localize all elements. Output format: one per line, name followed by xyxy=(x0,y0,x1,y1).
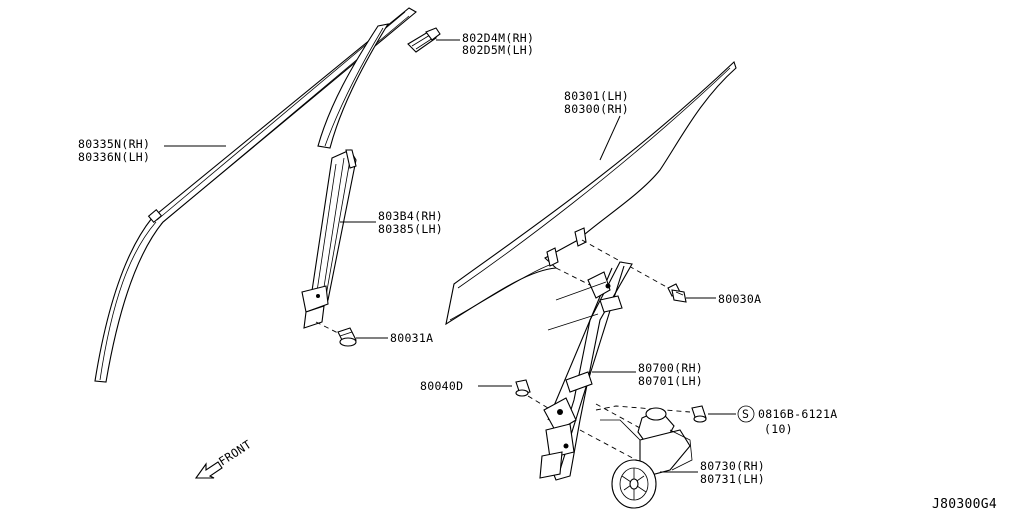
callout-80301-lh: 80301(LH) xyxy=(564,89,629,103)
callout-80335n-rh: 80335N(RH) xyxy=(78,137,150,151)
callout-0816b-6121a: 0816B-6121A xyxy=(758,407,837,421)
bolt-80031a-part xyxy=(315,321,357,347)
callout-80300-rh: 80300(RH) xyxy=(564,102,629,116)
callout-80385-lh: 80385(LH) xyxy=(378,222,443,236)
diagram-id: J80300G4 xyxy=(932,497,997,512)
bolt-80040d-part xyxy=(515,379,549,409)
callout-s-symbol: S xyxy=(742,407,749,421)
callout-80700-rh: 80700(RH) xyxy=(638,361,703,375)
callout-802d5m-lh: 802D5M(LH) xyxy=(462,43,534,57)
callout-80731-lh: 80731(LH) xyxy=(700,472,765,486)
callout-802d4m-rh: 802D4M(RH) xyxy=(462,31,534,45)
screw-part xyxy=(691,405,707,423)
front-label: FRONT xyxy=(216,437,254,468)
clip-802d4m-part xyxy=(407,27,441,53)
s-symbol-circle xyxy=(737,405,755,423)
bolt-80030a-part xyxy=(667,283,687,303)
regulator-motor-part xyxy=(611,407,693,509)
front-sash-strip xyxy=(317,23,390,149)
callout-80336n-lh: 80336N(LH) xyxy=(78,150,150,164)
callout-quantity: (10) xyxy=(764,422,793,436)
callout-80730-rh: 80730(RH) xyxy=(700,459,765,473)
callout-80040d: 80040D xyxy=(420,379,463,393)
callout-80030a: 80030A xyxy=(718,292,761,306)
window-regulator-part xyxy=(539,261,641,481)
callout-80701-lh: 80701(LH) xyxy=(638,374,703,388)
callout-80031a: 80031A xyxy=(390,331,433,345)
sash-molding-part xyxy=(94,7,417,383)
door-glass-part xyxy=(445,61,737,326)
front-channel-part xyxy=(301,149,357,329)
front-arrow-icon xyxy=(194,461,223,479)
callout-803b4-rh: 803B4(RH) xyxy=(378,209,443,223)
